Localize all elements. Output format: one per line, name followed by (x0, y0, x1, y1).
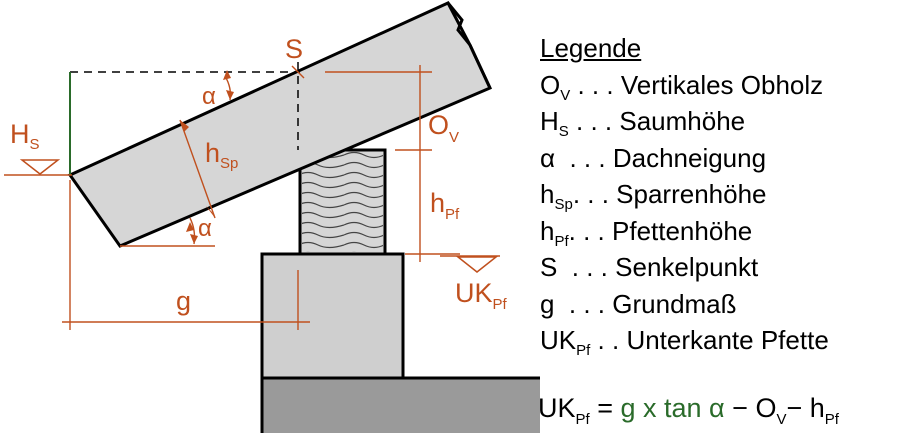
formula: UKPf = g x tan α − OV− hPf (538, 393, 839, 427)
legend-symbol-sub: S (558, 123, 569, 140)
legend-item: S . . . Senkelpunkt (540, 249, 829, 286)
legend-text: Vertikales Obholz (620, 69, 824, 100)
formula-hpf-sub: Pf (824, 411, 839, 428)
rafter-break-line (446, 2, 492, 89)
label-hsp: hSp (205, 138, 238, 172)
legend-dots: . . . (554, 288, 613, 319)
label-s: S (285, 34, 303, 64)
legend-dots: . . . (568, 106, 620, 136)
legend-symbol: S (540, 252, 558, 282)
legend-text: Senkelpunkt (615, 252, 759, 282)
legend-symbol: UK (540, 325, 577, 355)
legend-dots: . . . (555, 142, 613, 173)
label-hpf: hPf (430, 188, 460, 223)
legend-symbol: h (540, 179, 555, 209)
legend-text: Saumhöhe (619, 106, 746, 136)
legend-dots: . . (590, 325, 627, 355)
legend-symbol: α (540, 142, 556, 173)
legend-text: Dachneigung (612, 142, 767, 173)
legend-symbol-sub: Pf (554, 232, 569, 250)
legend-item: OV . . . Vertikales Obholz (540, 67, 829, 104)
legend-item: α . . . Dachneigung (540, 140, 829, 177)
legend-dots: . . . (572, 179, 617, 209)
purlin-grain (302, 152, 383, 252)
wall-block (260, 252, 405, 380)
legend-symbol-sub: V (560, 86, 571, 104)
legend-dots: . . . (568, 215, 612, 246)
formula-ov-sub: V (776, 411, 787, 428)
foundation-block (260, 376, 540, 433)
roof-detail-drawing: S α α HS hSp OV hPf UKPf g (4, 1, 540, 433)
legend-item: g . . . Grundmaß (540, 286, 829, 323)
legend-title: Legende (540, 33, 642, 63)
label-hs: HS (10, 119, 40, 153)
label-alpha-bottom: α (198, 215, 212, 242)
legend-item: HS . . . Saumhöhe (540, 103, 829, 140)
rafter (67, 1, 493, 248)
legend-symbol: H (540, 106, 559, 136)
legend-text: Sparrenhöhe (616, 179, 767, 209)
legend-symbol: O (540, 69, 561, 100)
formula-eq: = (589, 393, 621, 423)
hs-level-triangle (19, 159, 61, 175)
formula-lhs-sub: Pf (575, 411, 590, 428)
label-ov: OV (428, 110, 459, 146)
label-alpha-top: α (202, 83, 216, 110)
legend-symbol-sub: Pf (576, 342, 591, 359)
formula-ov: O (755, 393, 777, 423)
legend-item: hSp. . . Sparrenhöhe (540, 176, 829, 213)
legend-symbol: h (540, 215, 555, 246)
label-g: g (176, 286, 191, 316)
formula-g-tan: g x tan α (620, 393, 725, 423)
legend-symbol: g (540, 288, 555, 319)
formula-minus1: − (724, 393, 756, 423)
legend-text: Pfettenhöhe (612, 215, 753, 246)
ukpf-level-triangle (455, 256, 499, 273)
legend-item: UKPf . . Unterkante Pfette (540, 322, 829, 359)
legend-symbol-sub: Sp (554, 196, 573, 213)
label-ukpf: UKPf (455, 278, 508, 313)
legend-item: hPf. . . Pfettenhöhe (540, 213, 829, 250)
legend-dots: . . . (570, 69, 621, 100)
legend-text: Grundmaß (612, 288, 737, 319)
formula-minus2: − (786, 393, 810, 423)
legend-dots: . . . (557, 252, 616, 282)
formula-lhs: UK (538, 393, 576, 423)
formula-hpf: h (809, 393, 825, 423)
legend-text: Unterkante Pfette (626, 325, 829, 355)
